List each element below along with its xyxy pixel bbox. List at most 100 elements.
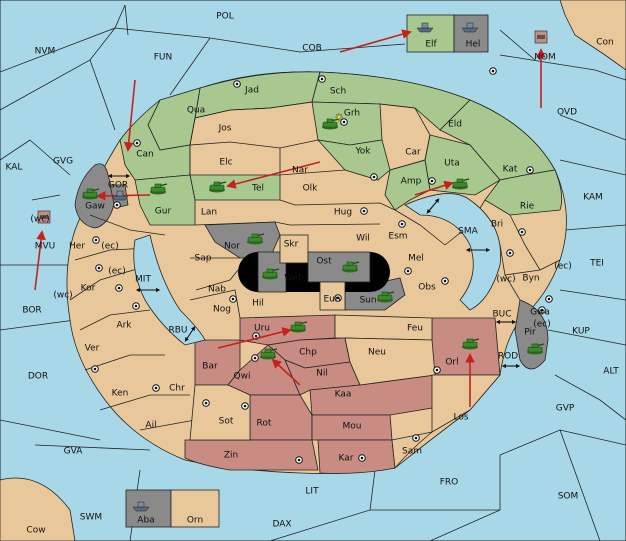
supply-center-core [254,334,258,338]
army-elf-icon[interactable] [416,22,434,33]
label-wc: (wc) [30,215,49,225]
army-gaw-icon[interactable] [82,188,100,200]
label-kat: Kat [503,165,518,175]
supply-center-core [430,179,434,183]
sea-sma[interactable] [404,193,502,311]
label-sam: Sam [402,447,422,457]
supply-center-core [231,297,235,301]
label-ec: (ec) [554,262,572,272]
label-chp: Chp [299,348,317,358]
army-chp-icon[interactable] [260,348,278,360]
army-grh-icon[interactable] [322,118,340,130]
label-kor: Kor [81,284,96,294]
supply-center-core [115,203,119,207]
order-arrows [34,29,546,407]
label-elf: Elf [425,40,437,50]
label-gva: GVA [64,447,84,457]
label-som: SOM [558,492,579,502]
label-pir: Pir [524,328,536,338]
fleet-nom-icon[interactable] [534,30,548,44]
region-cow[interactable] [0,477,76,541]
region-aba[interactable] [125,489,172,528]
label-mel: Mel [408,254,424,264]
region-sam[interactable] [391,431,433,469]
label-nom: NOM [534,53,556,63]
sea-mit-rbu[interactable] [133,234,206,346]
label-gwa: Gwa [530,308,550,318]
label-ark: Ark [116,321,132,331]
region-kat[interactable] [484,169,563,216]
army-ost-icon[interactable] [342,261,360,273]
army-gor-icon[interactable] [111,190,129,201]
label-nar: Nar [292,166,308,176]
label-wil: Wil [356,234,370,244]
label-aba: Aba [137,516,154,526]
region-tel[interactable] [189,174,281,201]
region-neu[interactable] [344,337,436,386]
supply-center-core [435,368,439,372]
label-gvg: GVG [53,157,73,167]
label-orn: Orn [187,516,203,526]
label-fun: FUN [154,53,173,63]
supply-center-core [93,367,97,371]
region-sot[interactable] [189,384,251,441]
supply-center-core [400,222,404,226]
label-obs: Obs [418,283,436,293]
region-skr[interactable] [279,234,309,264]
label-zin: Zin [224,451,238,461]
army-gur-icon[interactable] [150,183,168,195]
label-grh: Grh [344,109,360,119]
army-pir-icon[interactable] [527,343,545,355]
supply-center-core [528,168,532,172]
label-ver: Ver [85,344,100,354]
region-orn[interactable] [170,489,220,528]
label-can: Can [136,150,154,160]
label-yok: Yok [354,147,371,157]
label-jos: Jos [218,124,232,134]
label-car: Car [405,148,421,158]
star-icon: ✷ [334,111,343,124]
supply-center-core [547,297,551,301]
label-rot: Rot [257,419,272,429]
label-eun: Eun [323,295,340,305]
label-gvp: GVP [556,404,575,414]
army-amp-icon[interactable] [452,178,470,190]
region-hel[interactable] [453,14,489,53]
label-ail: Ail [145,421,156,431]
label-her: Her [69,242,85,252]
region-sch[interactable] [311,71,471,131]
region-ost[interactable] [307,251,371,283]
region-con[interactable] [559,0,626,71]
army-web-icon[interactable] [262,268,280,280]
fleet-hel-icon[interactable] [461,22,479,33]
supply-center-core [508,251,512,255]
supply-center-core [362,209,366,213]
label-ec: (ec) [108,267,126,277]
region-zin[interactable] [184,439,319,471]
army-nor-icon[interactable] [247,233,265,245]
label-gor: GOR [108,181,128,191]
army-tel-icon[interactable] [209,181,227,193]
region-los[interactable] [431,374,501,433]
region-kar[interactable] [317,439,396,474]
region-rot[interactable] [249,394,313,441]
label-bar: Bar [202,362,218,372]
label-ost: Ost [316,257,332,267]
army-uru-icon[interactable] [290,321,308,333]
label-nvm: NVM [35,47,56,57]
label-sap: Sap [195,254,212,264]
label-olk: Olk [303,184,319,194]
army-orl-icon[interactable] [462,338,480,350]
label-jad: Jad [244,86,259,96]
army-mvu-icon[interactable] [37,210,51,224]
army-sun-icon[interactable] [377,291,395,303]
label-eld: Eld [448,120,462,130]
label-lit: LIT [305,487,319,497]
army-aba-icon[interactable] [132,501,150,512]
label-alt: ALT [603,367,619,377]
region-eun[interactable] [319,281,346,311]
label-nil: Nil [316,369,328,379]
label-bri: Bri [491,220,503,230]
label-bor: BOR [22,306,41,316]
